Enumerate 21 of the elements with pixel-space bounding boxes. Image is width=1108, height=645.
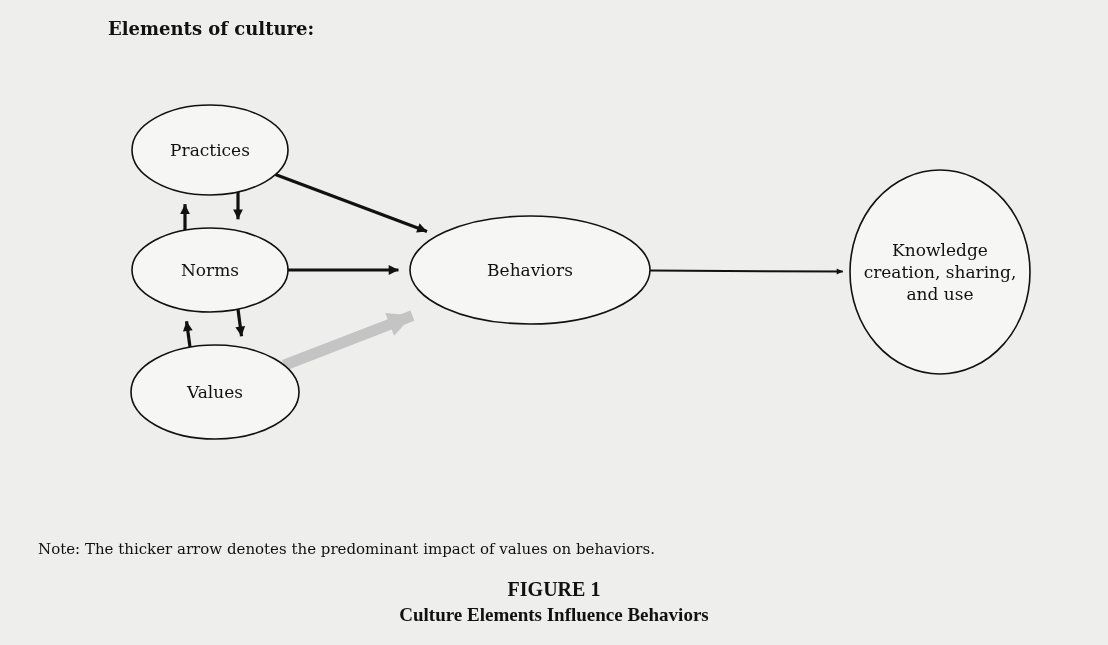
node-label: Knowledge creation, sharing, and use (862, 238, 1018, 306)
heading: Elements of culture: (108, 18, 315, 39)
node-label: Practices (169, 138, 251, 162)
arrow (233, 192, 243, 220)
node-label: Values (185, 380, 244, 404)
node-label: Behaviors (486, 258, 574, 282)
arrow (183, 321, 193, 348)
figure-number: FIGURE 1 (506, 578, 602, 601)
figure-caption: Culture Elements Influence Behaviors (398, 604, 710, 626)
ellipse-node (131, 227, 289, 313)
arrow (288, 265, 399, 275)
ellipse-node (130, 344, 300, 440)
note-text: Note: The thicker arrow denotes the predominant impact of values on behaviors. (38, 540, 655, 558)
arrow (235, 309, 246, 337)
ellipse-node (409, 215, 651, 325)
arrow (282, 310, 415, 371)
ellipse-node (131, 104, 289, 196)
node-label: Norms (179, 258, 241, 282)
arrow (180, 204, 190, 231)
ellipse-node (849, 169, 1031, 375)
arrow (274, 173, 428, 233)
